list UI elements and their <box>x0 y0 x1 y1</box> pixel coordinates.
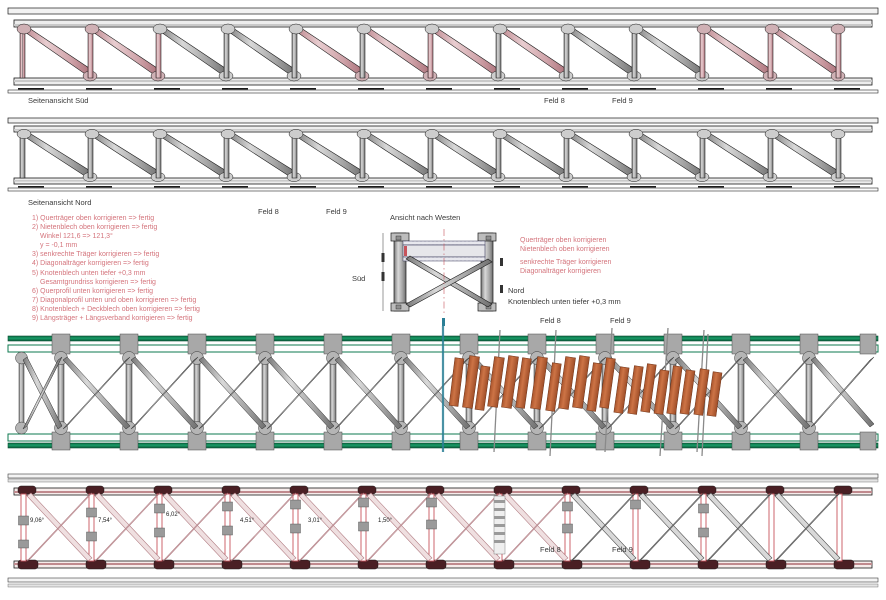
correction-item: 1) Querträger oben korrigieren => fertig <box>32 215 155 222</box>
orientation-label-sued: Süd <box>352 274 366 283</box>
angle-label-1: 9,06° <box>30 518 45 524</box>
angle-label-3: 6,02° <box>166 512 181 518</box>
feld8-label-sued: Feld 8 <box>544 96 565 105</box>
truss-green-longitudinal <box>7 326 879 457</box>
feld8-label-green: Feld 8 <box>540 316 561 325</box>
correction-item: Winkel 121,6 => 121,3° <box>40 233 113 241</box>
angle-label-2: 7,54° <box>98 518 113 524</box>
feld8-label-plan: Feld 8 <box>540 545 561 554</box>
correction-item: Gesamtgrundriss korrigieren => fertig <box>40 278 156 286</box>
west-note-group-b: senkrechte Träger korrigieren Diagonaltr… <box>520 258 611 276</box>
view-label-sued: Seitenansicht Süd <box>28 96 89 105</box>
correction-item: 8) Knotenblech + Deckblech oben korrigie… <box>32 305 200 313</box>
west-note: Diagonalträger korrigieren <box>520 268 601 276</box>
west-note: senkrechte Träger korrigieren <box>520 259 612 266</box>
feld9-label-nord: Feld 9 <box>326 207 347 216</box>
orientation-label-nord: Nord <box>508 286 525 295</box>
west-note-group-a: Querträger oben korrigieren Nietenblech … <box>520 236 610 254</box>
correction-item: 7) Diagonalprofil unten und oben korrigi… <box>32 296 197 304</box>
correction-list: 1) Querträger oben korrigieren => fertig… <box>32 214 200 323</box>
correction-item: 9) Längsträger + Längsverband korrigiere… <box>32 315 193 323</box>
angle-label-4: 4,51° <box>240 518 255 524</box>
correction-item: 4) Diagonalträger korrigieren => fertig <box>32 260 149 268</box>
correction-item: 5) Knotenblech unten tiefer +0,3 mm <box>32 269 146 277</box>
view-label-west: Ansicht nach Westen <box>390 213 461 222</box>
angle-label-5: 3,01° <box>308 518 323 524</box>
feld8-label-nord: Feld 8 <box>258 207 279 216</box>
feld9-label-sued: Feld 9 <box>612 96 633 105</box>
feld9-label-green: Feld 9 <box>610 316 631 325</box>
correction-item: 6) Querprofil unten korrigieren => ferti… <box>32 287 154 295</box>
correction-item: 2) Nietenblech oben korrigieren => ferti… <box>32 224 158 232</box>
angle-label-6: 1,50° <box>378 518 393 524</box>
cross-section-west <box>381 229 503 326</box>
truss-side-view-sued <box>7 7 879 94</box>
view-label-nord: Seitenansicht Nord <box>28 198 92 207</box>
west-note: Querträger oben korrigieren <box>520 237 607 244</box>
west-note: Nietenblech oben korrigieren <box>520 246 610 254</box>
west-note-knotenblech: Knotenblech unten tiefer +0,3 mm <box>508 297 621 306</box>
correction-item: y = -0,1 mm <box>40 242 78 250</box>
feld9-label-plan: Feld 9 <box>612 545 633 554</box>
correction-item: 3) senkrechte Träger korrigieren => fert… <box>32 251 160 259</box>
truss-side-view-nord <box>7 117 879 192</box>
truss-plan-view-bottom <box>7 473 879 588</box>
